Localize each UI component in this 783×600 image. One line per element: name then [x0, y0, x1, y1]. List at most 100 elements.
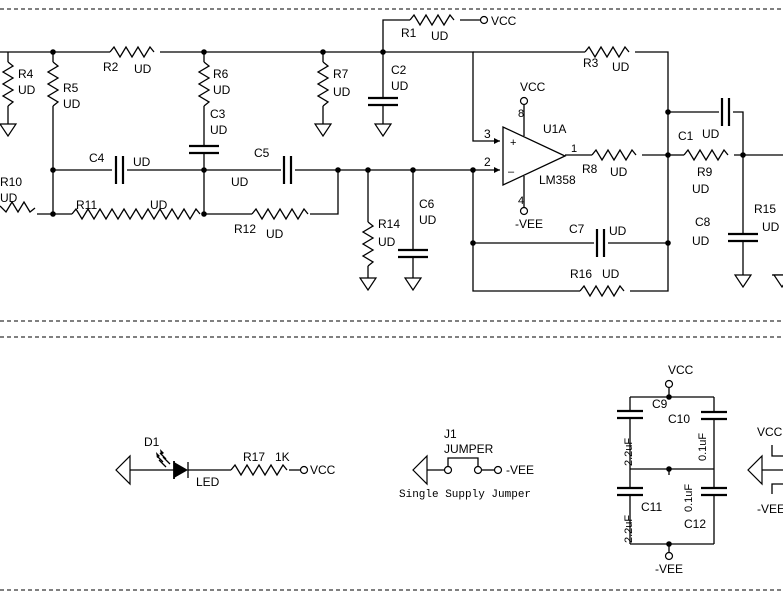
r5-value: UD	[63, 97, 81, 111]
c9-value: 2.2uF	[623, 438, 635, 466]
r17-label: R17	[243, 450, 265, 464]
u1a-vcc-terminal	[519, 96, 529, 106]
r3-label: R3	[583, 56, 599, 70]
pin-4-label: 4	[518, 195, 524, 207]
u1a-vee-terminal	[519, 206, 529, 216]
r2-value: UD	[134, 62, 152, 76]
c9-label: C9	[652, 397, 668, 411]
r7-resistor	[316, 61, 330, 107]
r9-value: UD	[692, 182, 710, 196]
lm358-label: LM358	[539, 173, 576, 187]
j1-ground-symbol	[412, 454, 428, 486]
r8-value: UD	[610, 165, 628, 179]
decoupling-vcc-terminal	[664, 379, 674, 389]
pin-2-label: 2	[484, 155, 491, 169]
r5-resistor	[46, 61, 60, 107]
j1-pin-2	[473, 465, 483, 475]
c4-label: C4	[89, 151, 105, 165]
decoupling-vee-terminal	[664, 551, 674, 561]
r14-resistor	[361, 221, 375, 267]
r17-vcc-label: VCC	[310, 463, 336, 477]
decoupling-vee-label: -VEE	[655, 562, 683, 576]
r1-resistor	[409, 13, 455, 27]
c10-value: 0.1uF	[697, 433, 709, 461]
r4-resistor	[1, 61, 15, 107]
r12-label: R12	[234, 222, 256, 236]
power-connector	[747, 445, 783, 494]
r2-label: R2	[103, 60, 119, 74]
decoupling-vcc-label: VCC	[668, 363, 694, 377]
op-amp-u1a	[502, 96, 592, 216]
op-amp-plus-sign: +	[510, 137, 516, 149]
r6-resistor	[197, 61, 211, 107]
r12-resistor	[251, 207, 309, 221]
r4-value: UD	[18, 83, 36, 97]
c5-value: UD	[231, 175, 249, 189]
r6-value: UD	[213, 83, 231, 97]
c11-label: C11	[641, 500, 662, 514]
op-amp-minus-sign: –	[508, 166, 515, 178]
d1-ground-symbol	[115, 454, 131, 486]
c1-value: UD	[702, 127, 720, 141]
c5-label: C5	[254, 146, 270, 160]
r4-ground-symbol	[0, 123, 18, 138]
c2-label: C2	[391, 63, 407, 77]
r17-value: 1K	[275, 450, 290, 464]
r10-value: UD	[0, 191, 18, 205]
r3-resistor	[584, 45, 630, 59]
u1a-label: U1A	[543, 122, 566, 136]
r1-label: R1	[401, 26, 417, 40]
top-rail	[0, 45, 669, 243]
r9-resistor	[683, 148, 729, 162]
r9-label: R9	[697, 165, 713, 179]
c2-value: UD	[391, 79, 409, 93]
pin-8-label: 8	[518, 108, 524, 120]
r11-resistor	[71, 207, 201, 221]
jumper-j1	[412, 454, 503, 486]
c11-value: 2.2uF	[623, 515, 635, 543]
r7-label: R7	[333, 67, 349, 81]
c12-label: C12	[684, 517, 706, 531]
c8-ground-symbol	[733, 274, 753, 289]
r14-label: R14	[378, 217, 400, 231]
r10-label: R10	[0, 175, 22, 189]
r2-resistor	[109, 45, 155, 59]
r12-value: UD	[266, 227, 284, 241]
r16-value: UD	[602, 267, 620, 281]
r10-resistor	[0, 200, 36, 214]
c8-value: UD	[692, 234, 710, 248]
r7-value: UD	[333, 85, 351, 99]
c6-ground-symbol	[403, 277, 423, 292]
decoupling-capacitors	[617, 379, 727, 561]
r14-ground-symbol	[358, 277, 378, 292]
r11-label: R11	[76, 198, 97, 212]
r15-label: R15	[754, 202, 776, 216]
c3-value: UD	[210, 123, 228, 137]
c7-value: UD	[609, 224, 627, 238]
r15-value: UD	[762, 220, 780, 234]
c12-value: 0.1uF	[683, 484, 695, 512]
r15-ground-symbol	[772, 274, 783, 289]
c4-value: UD	[133, 155, 151, 169]
section-dividers	[0, 8, 783, 591]
r8-label: R8	[582, 162, 598, 176]
r16-resistor	[579, 284, 625, 298]
vcc-label: VCC	[491, 14, 517, 28]
c10-label: C10	[668, 412, 690, 426]
r17-resistor	[230, 463, 288, 477]
j1-vee-label: -VEE	[506, 463, 534, 477]
jumper-label: JUMPER	[444, 442, 494, 456]
pin-1-label: 1	[571, 143, 577, 155]
u1a-vcc-label: VCC	[520, 80, 546, 94]
c2-ground-symbol	[373, 123, 393, 138]
led-d1	[115, 449, 231, 486]
r1-value: UD	[431, 29, 449, 43]
c6-value: UD	[419, 213, 437, 227]
j1-vee-terminal	[493, 465, 503, 475]
r11-value: UD	[150, 198, 168, 212]
r17-vcc-terminal	[299, 465, 309, 475]
c3-label: C3	[210, 107, 226, 121]
power-ground-symbol	[747, 454, 763, 486]
vcc-terminal	[479, 15, 489, 25]
power-vee-label: -VEE	[757, 502, 783, 516]
